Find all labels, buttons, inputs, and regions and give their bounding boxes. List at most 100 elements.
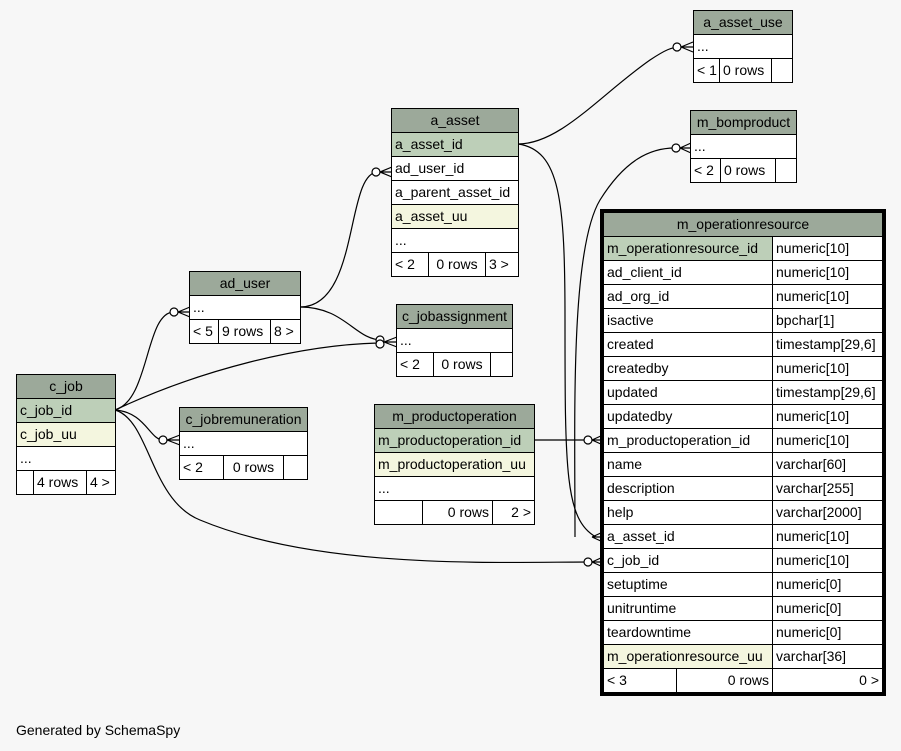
column-name[interactable]: ad_org_id bbox=[603, 284, 773, 309]
column-a_parent_asset_id[interactable]: a_parent_asset_id bbox=[390, 180, 520, 205]
table-name[interactable]: a_asset bbox=[390, 108, 520, 133]
edge-end-circle bbox=[671, 143, 681, 153]
column-c_job_uu[interactable]: c_job_uu bbox=[15, 422, 117, 447]
table-name[interactable]: m_bomproduct bbox=[689, 110, 798, 135]
parents-count: < 1 bbox=[693, 58, 720, 83]
table-name[interactable]: m_productoperation bbox=[374, 404, 535, 429]
rows-count: 0 rows bbox=[223, 455, 284, 480]
children-count bbox=[282, 455, 309, 480]
column-name[interactable]: setuptime bbox=[603, 572, 773, 597]
crowfoot bbox=[680, 41, 694, 53]
table-m_productoperation[interactable]: m_productoperation m_productoperation_id… bbox=[374, 404, 535, 525]
parents-count[interactable]: < 2 bbox=[179, 455, 224, 480]
children-count bbox=[489, 352, 514, 377]
parents-count[interactable]: < 3 bbox=[603, 668, 677, 693]
table-c_job[interactable]: c_job c_job_id c_job_uu ... 4 rows 4 > bbox=[15, 374, 117, 495]
column-name[interactable]: createdby bbox=[603, 356, 773, 381]
crowfoot bbox=[591, 434, 604, 446]
column-type: numeric[10] bbox=[771, 356, 884, 381]
table-name[interactable]: a_asset_use bbox=[692, 10, 794, 35]
table-name[interactable]: c_jobremuneration bbox=[178, 407, 309, 432]
table-ad_user[interactable]: ad_user ... < 5 9 rows 8 > bbox=[188, 271, 302, 344]
edge-end-circle bbox=[375, 339, 385, 349]
column-type: timestamp[29,6] bbox=[771, 380, 884, 405]
children-count[interactable]: 0 > bbox=[771, 668, 884, 693]
children-count[interactable]: 3 > bbox=[484, 252, 520, 277]
parents-count[interactable]: < 2 bbox=[396, 352, 434, 377]
parents-count[interactable]: < 2 bbox=[391, 252, 429, 277]
children-count[interactable]: 4 > bbox=[85, 470, 117, 495]
edge-m_bomproduct-m_operationresource bbox=[574, 147, 676, 538]
column-name[interactable]: help bbox=[603, 500, 773, 525]
table-name[interactable]: ad_user bbox=[188, 271, 302, 296]
table-a_asset[interactable]: a_asset a_asset_id ad_user_id a_parent_a… bbox=[390, 108, 520, 277]
parents-count: < 2 bbox=[690, 158, 721, 183]
parents-count[interactable]: < 5 bbox=[189, 319, 219, 344]
column-name[interactable]: m_operationresource_uu bbox=[603, 644, 773, 669]
column-name[interactable]: c_job_id bbox=[603, 548, 773, 573]
column-type: numeric[10] bbox=[771, 428, 884, 453]
table-c_jobassignment[interactable]: c_jobassignment ... < 2 0 rows bbox=[395, 304, 514, 377]
column-m_productoperation_uu[interactable]: m_productoperation_uu bbox=[374, 452, 535, 477]
column-name[interactable]: isactive bbox=[603, 308, 773, 333]
column-type: varchar[2000] bbox=[771, 500, 884, 525]
column-m_productoperation_id[interactable]: m_productoperation_id bbox=[374, 428, 535, 453]
table-name[interactable]: c_job bbox=[15, 374, 117, 399]
column-name[interactable]: created bbox=[603, 332, 773, 357]
column-type: varchar[255] bbox=[771, 476, 884, 501]
table-c_jobremuneration[interactable]: c_jobremuneration ... < 2 0 rows bbox=[178, 407, 309, 480]
rows-count: 0 rows bbox=[428, 252, 486, 277]
children-count bbox=[774, 158, 798, 183]
column-name[interactable]: m_productoperation_id bbox=[603, 428, 773, 453]
table-m_operationresource[interactable]: m_operationresource m_operationresource_… bbox=[599, 209, 887, 696]
column-type: numeric[10] bbox=[771, 548, 884, 573]
children-count[interactable]: 2 > bbox=[492, 500, 535, 525]
column-name[interactable]: m_operationresource_id bbox=[603, 236, 773, 261]
rows-count: 4 rows bbox=[33, 470, 87, 495]
column-name[interactable]: teardowntime bbox=[603, 620, 773, 645]
column-name[interactable]: name bbox=[603, 452, 773, 477]
children-count[interactable]: 8 > bbox=[269, 319, 302, 344]
edge-end-circle bbox=[672, 42, 682, 52]
column-ellipsis: ... bbox=[390, 228, 520, 253]
rows-count: 0 rows bbox=[433, 352, 491, 377]
column-a_asset_id[interactable]: a_asset_id bbox=[390, 132, 520, 157]
column-name[interactable]: unitruntime bbox=[603, 596, 773, 621]
table-a_asset_use[interactable]: a_asset_use ... < 1 0 rows bbox=[692, 10, 794, 83]
crowfoot bbox=[591, 556, 604, 568]
column-a_asset_uu[interactable]: a_asset_uu bbox=[390, 204, 520, 229]
generated-by-footer: Generated by SchemaSpy bbox=[16, 722, 181, 738]
rows-count: 0 rows bbox=[720, 158, 776, 183]
crowfoot bbox=[591, 531, 604, 543]
edge-a_asset-m_operationresource bbox=[517, 143, 597, 538]
table-name[interactable]: c_jobassignment bbox=[395, 304, 514, 329]
column-name[interactable]: description bbox=[603, 476, 773, 501]
table-name[interactable]: m_operationresource bbox=[602, 212, 884, 237]
column-ad_user_id[interactable]: ad_user_id bbox=[390, 156, 520, 181]
table-m_bomproduct[interactable]: m_bomproduct ... < 2 0 rows bbox=[689, 110, 798, 183]
column-name[interactable]: ad_client_id bbox=[603, 260, 773, 285]
column-name[interactable]: updatedby bbox=[603, 404, 773, 429]
column-c_job_id[interactable]: c_job_id bbox=[15, 398, 117, 423]
column-name[interactable]: updated bbox=[603, 380, 773, 405]
column-name[interactable]: a_asset_id bbox=[603, 524, 773, 549]
